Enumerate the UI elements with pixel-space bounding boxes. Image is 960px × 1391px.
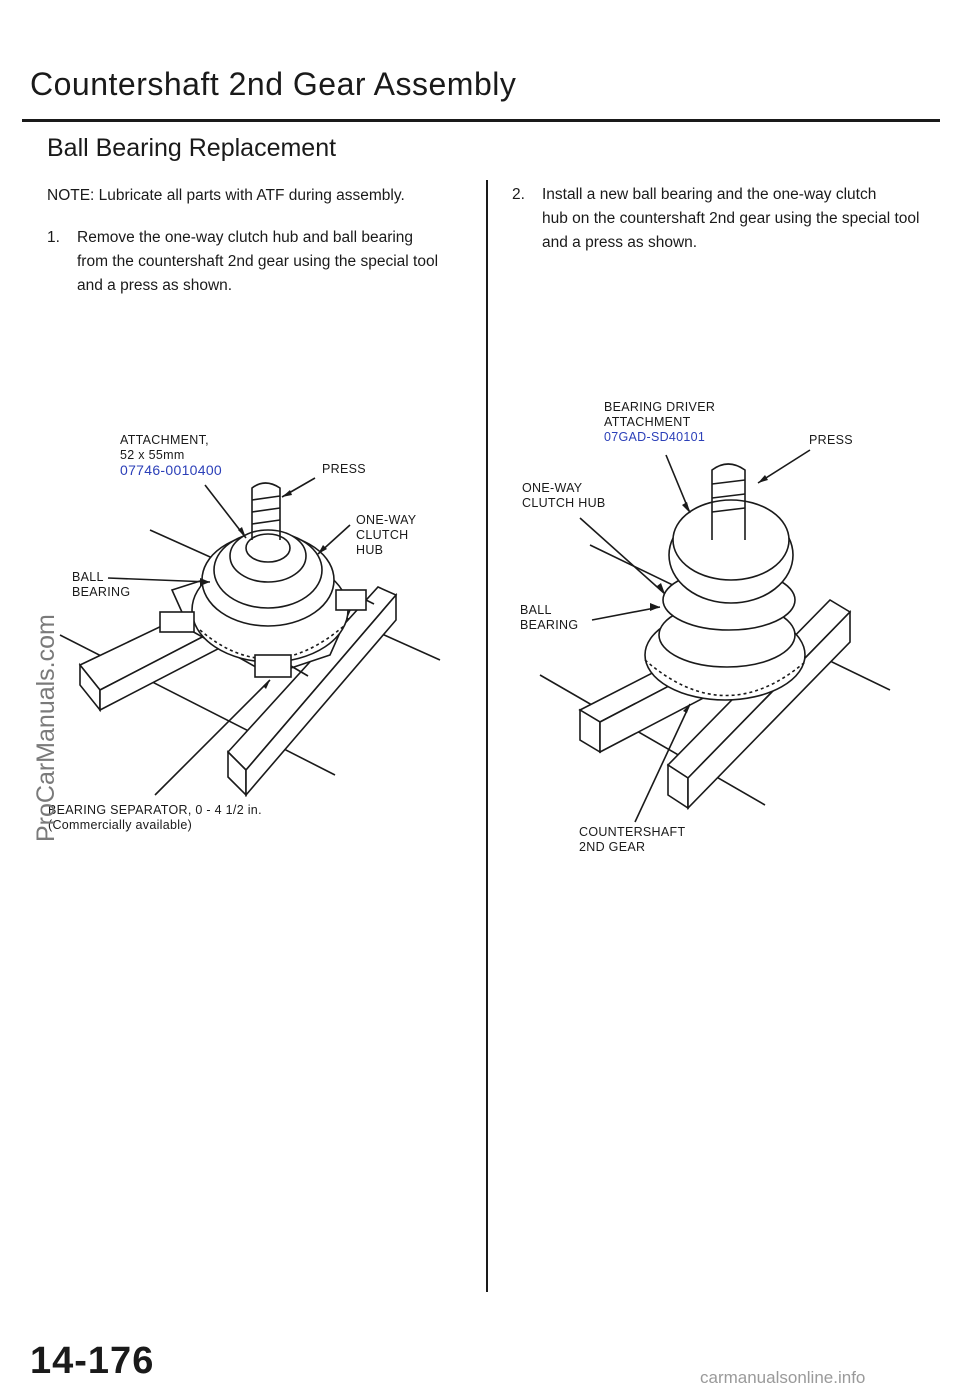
press-label-2: PRESS <box>809 433 853 447</box>
column-divider <box>486 180 488 1292</box>
oneway-hub-label-1-line3: HUB <box>356 543 384 557</box>
step-2-line1: Install a new ball bearing and the one-w… <box>542 186 877 203</box>
separator-label-line2: (Commercially available) <box>48 818 193 832</box>
oneway-hub-label-2-line2: CLUTCH HUB <box>522 496 606 510</box>
watermark: ProCarManuals.com <box>12 582 60 842</box>
press-label-1: PRESS <box>322 462 366 476</box>
page-title: Countershaft 2nd Gear Assembly <box>30 66 517 102</box>
page-number: 14-176 <box>30 1340 155 1382</box>
ball-bearing-label-1-line2: BEARING <box>72 585 131 599</box>
title-rule <box>22 119 940 122</box>
attachment-label-line1: ATTACHMENT, <box>120 433 209 447</box>
step-2-continuation: hub on the countershaft 2nd gear using t… <box>542 210 920 251</box>
step-1: 1. Remove the one-way clutch hub and ball… <box>47 226 457 298</box>
section-subtitle: Ball Bearing Replacement <box>47 134 337 162</box>
step-2-number: 2. <box>512 186 525 203</box>
ball-bearing-label-1-line1: BALL <box>72 570 104 584</box>
separator-label-line1: BEARING SEPARATOR, 0 - 4 1/2 in. <box>48 803 262 817</box>
oneway-hub-label-1: ONE-WAY CLUTCH HUB <box>356 513 416 558</box>
ball-bearing-label-2-line2: BEARING <box>520 618 579 632</box>
oneway-hub-label-1-line2: CLUTCH <box>356 528 409 542</box>
step-1-continuation: from the countershaft 2nd gear using the… <box>77 253 439 294</box>
countershaft-gear-label-line1: COUNTERSHAFT <box>579 825 686 839</box>
step-1-number: 1. <box>47 229 60 246</box>
ball-bearing-label-2: BALL BEARING <box>520 603 578 633</box>
footer-site: carmanualsonline.info <box>700 1368 866 1387</box>
countershaft-gear-label: COUNTERSHAFT 2ND GEAR <box>579 825 685 855</box>
attachment-label-line2: 52 x 55mm <box>120 448 185 462</box>
attachment-part-number: 07746-0010400 <box>120 462 222 478</box>
separator-label: BEARING SEPARATOR, 0 - 4 1/2 in. (Commer… <box>48 803 262 833</box>
ball-bearing-label-2-line1: BALL <box>520 603 552 617</box>
driver-part-number: 07GAD-SD40101 <box>604 430 706 444</box>
watermark-text: ProCarManuals.com <box>32 614 60 842</box>
driver-attachment-label-line1: BEARING DRIVER <box>604 400 716 414</box>
attachment-label: ATTACHMENT, 52 x 55mm 07746-0010400 <box>120 433 222 478</box>
oneway-hub-label-2-line1: ONE-WAY <box>522 481 583 495</box>
ball-bearing-label-1: BALL BEARING <box>72 570 130 600</box>
driver-attachment-label-line2: ATTACHMENT <box>604 415 691 429</box>
driver-attachment-label: BEARING DRIVER ATTACHMENT 07GAD-SD40101 <box>604 400 715 445</box>
note-text: NOTE: Lubricate all parts with ATF durin… <box>47 187 405 204</box>
oneway-hub-label-2: ONE-WAY CLUTCH HUB <box>522 481 606 511</box>
oneway-hub-label-1-line1: ONE-WAY <box>356 513 417 527</box>
step-1-line1: Remove the one-way clutch hub and ball b… <box>77 229 414 246</box>
countershaft-gear-label-line2: 2ND GEAR <box>579 840 646 854</box>
step-2: 2. Install a new ball bearing and the one… <box>512 183 924 255</box>
